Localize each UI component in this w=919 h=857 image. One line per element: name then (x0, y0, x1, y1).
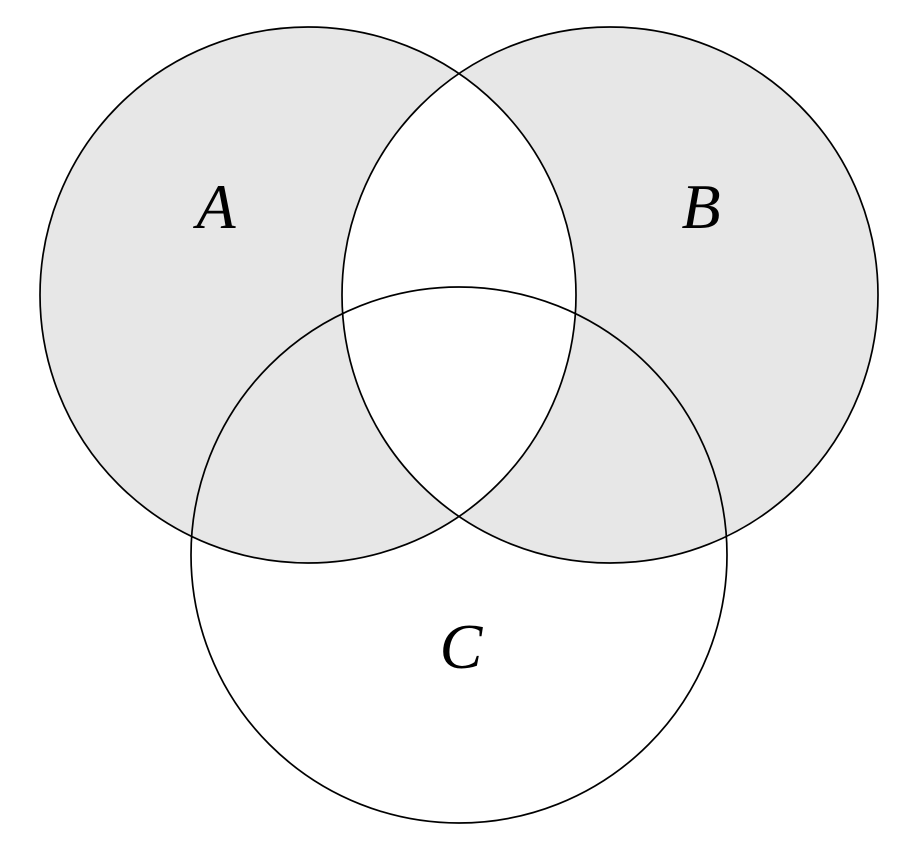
a-intersect-b-region (342, 27, 576, 563)
set-c-label: C (440, 611, 484, 682)
set-b-outline (341, 26, 879, 564)
set-a-label: A (192, 171, 236, 242)
set-c-outline (190, 286, 728, 824)
set-a-outline (39, 26, 577, 564)
set-b-label: B (681, 171, 720, 242)
